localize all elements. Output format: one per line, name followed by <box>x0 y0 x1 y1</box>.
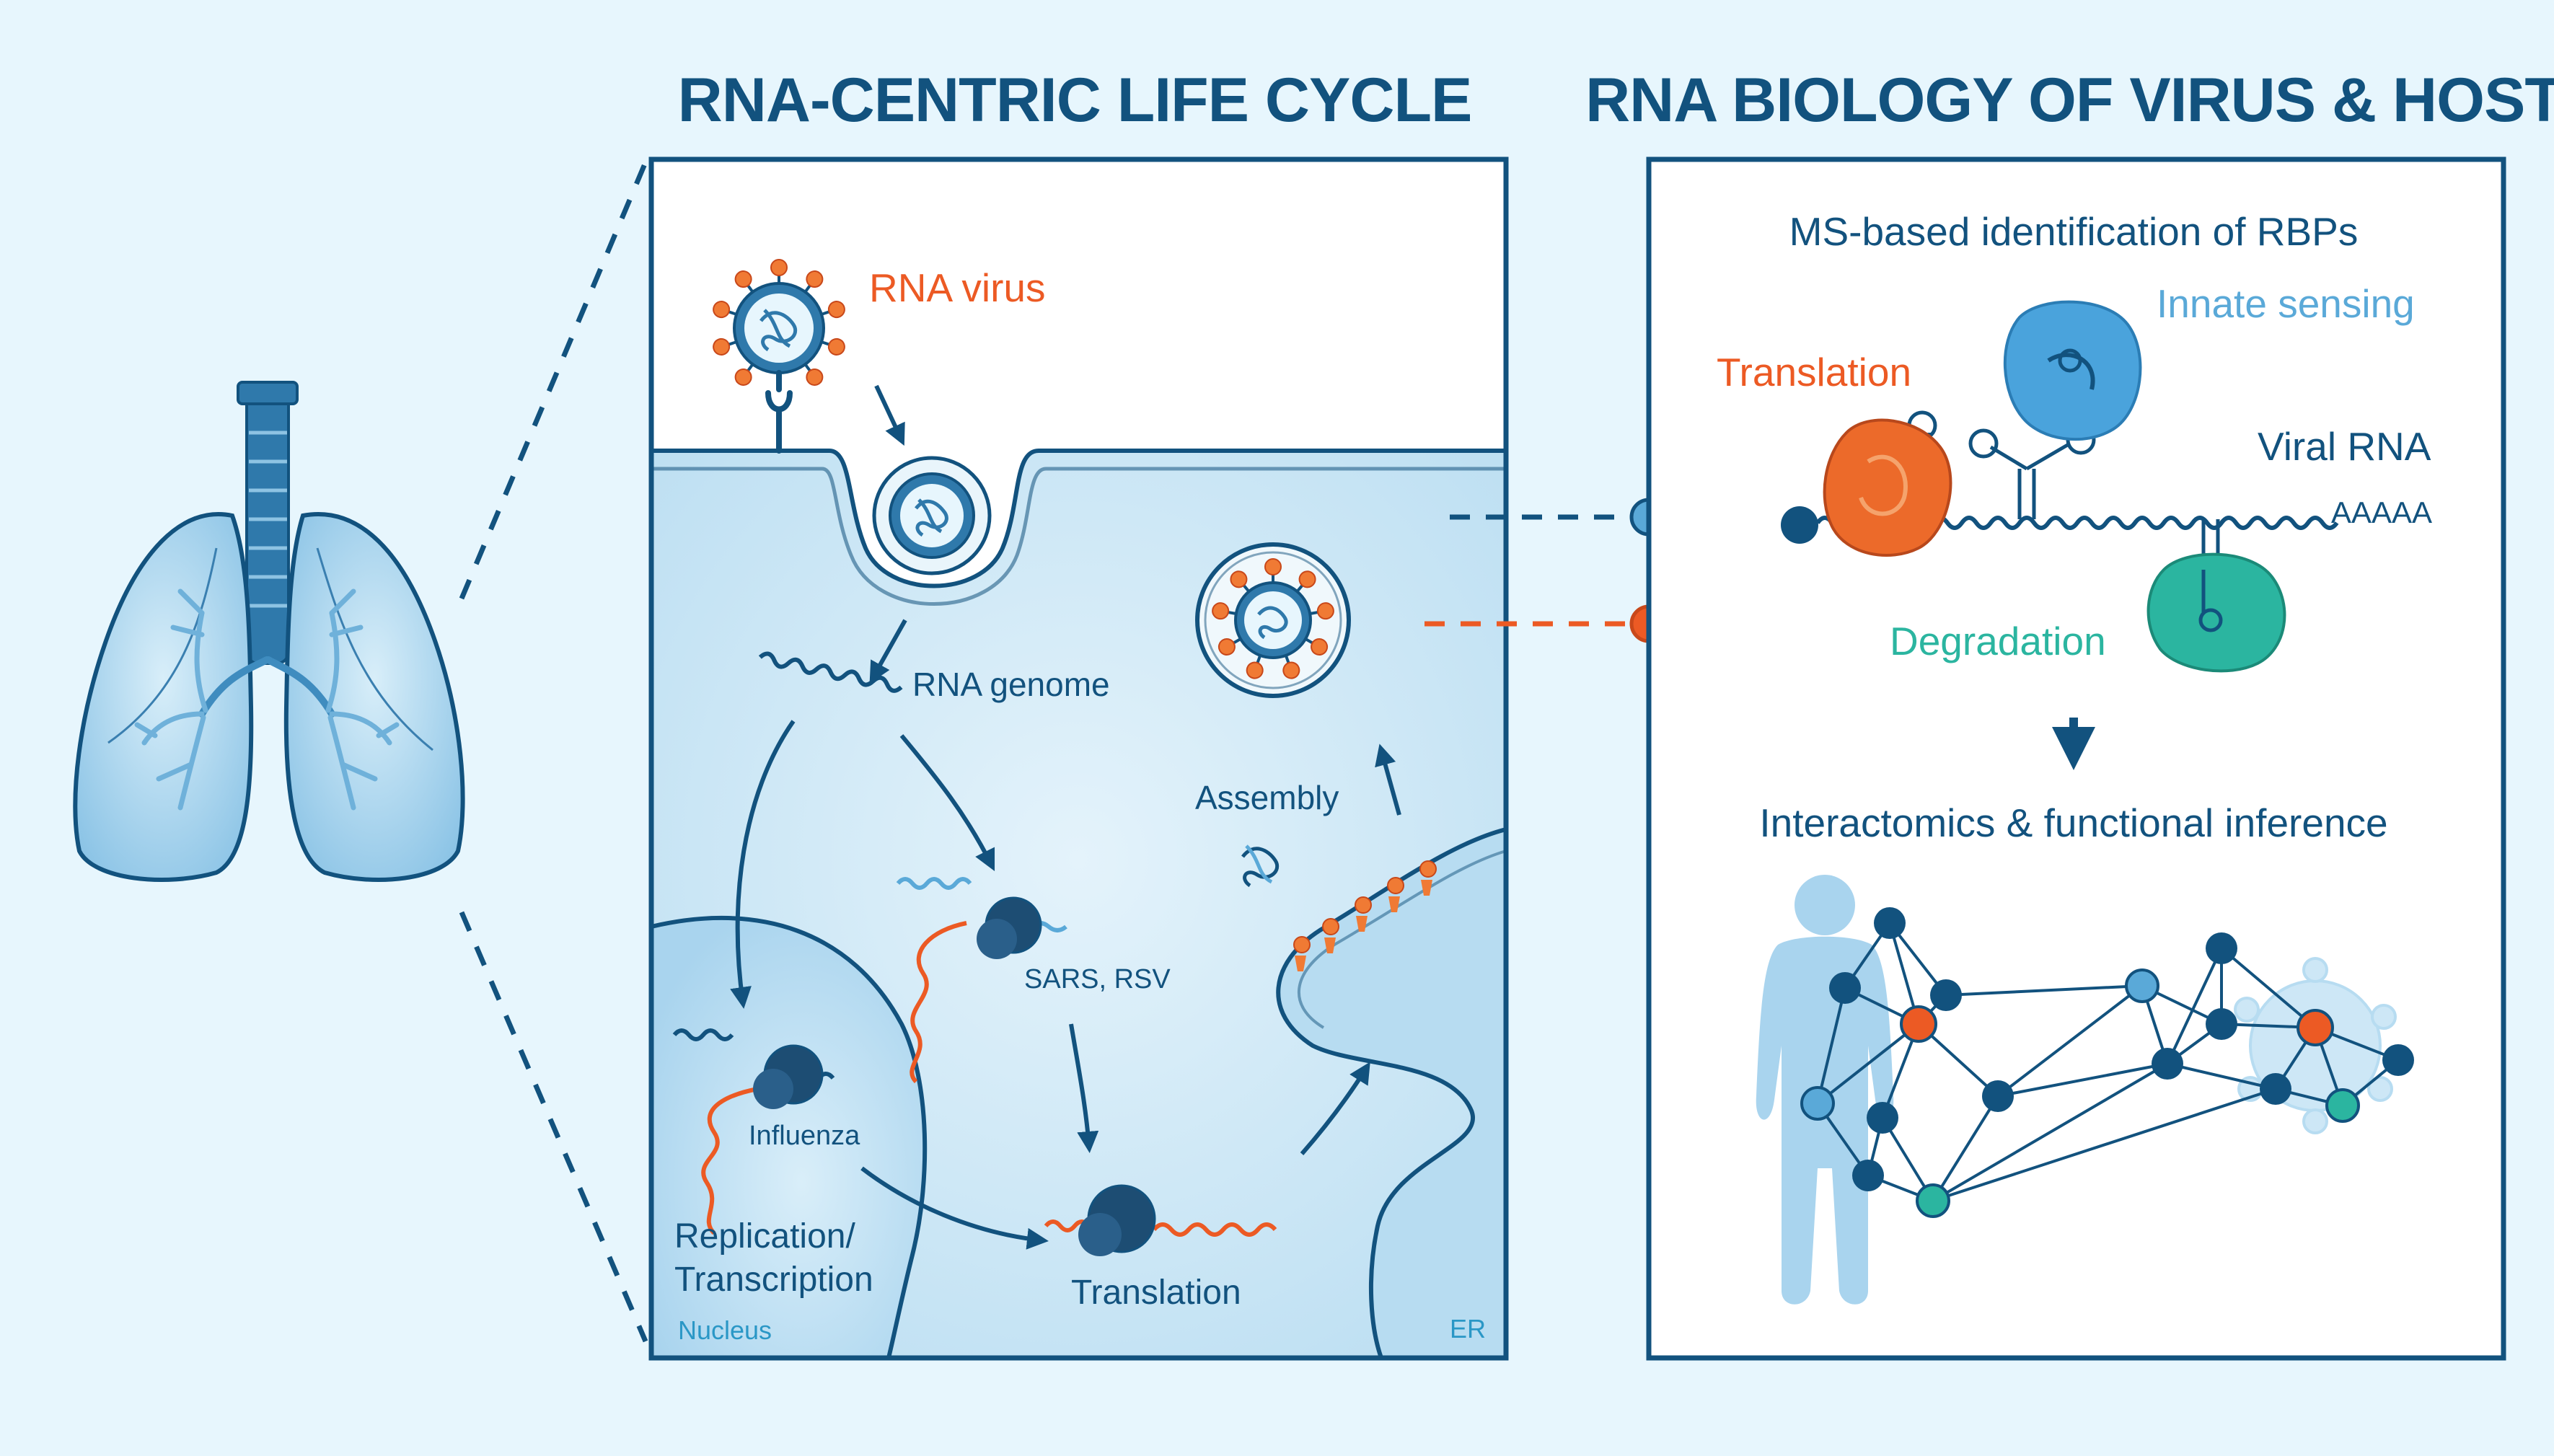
assembly-components <box>1241 844 1279 888</box>
nucleus-label: Nucleus <box>678 1315 772 1345</box>
replication-label-2: Transcription <box>674 1261 873 1299</box>
interaction-network <box>1800 907 2414 1218</box>
assembled-virus-vesicle <box>1195 542 1351 698</box>
left-panel-title: RNA-CENTRIC LIFE CYCLE <box>678 66 1472 135</box>
sars-rsv-ribosome <box>896 877 1067 1084</box>
lungs-illustration <box>73 381 465 882</box>
innate-sensing-label: Innate sensing <box>2157 281 2415 326</box>
influenza-ribosome <box>672 1028 835 1235</box>
ms-heading: MS-based identification of RBPs <box>1789 209 2359 254</box>
zoom-lines <box>459 161 648 1343</box>
replication-label-1: Replication/ <box>674 1217 855 1256</box>
endocytosed-virus <box>872 456 992 575</box>
life-cycle-panel: RNA virus RNA genome Assembly SARS, RSV … <box>648 156 1509 1361</box>
right-panel-title: RNA BIOLOGY OF VIRUS & HOST <box>1585 66 2554 135</box>
viral-rna-label: Viral RNA <box>2258 424 2431 469</box>
influenza-label: Influenza <box>749 1121 860 1151</box>
rna-biology-panel: MS-based identification of RBPs Innate s… <box>1646 156 2506 1361</box>
translation-label: Translation <box>1071 1274 1241 1312</box>
poly-a-label: AAAAA <box>2331 495 2432 529</box>
degradation-label: Degradation <box>1890 619 2106 663</box>
interactomics-label: Interactomics & functional inference <box>1759 800 2387 845</box>
receptor <box>765 370 793 454</box>
translation-rbp-label: Translation <box>1717 350 1911 394</box>
rna-genome-label: RNA genome <box>912 666 1110 703</box>
assembly-label: Assembly <box>1195 779 1339 816</box>
rna-virus-particle <box>710 258 848 388</box>
translation-rbp <box>1823 418 1952 557</box>
translation-ribosome <box>1044 1184 1277 1256</box>
innate-sensing-rbp <box>2003 300 2142 441</box>
er-label: ER <box>1450 1314 1486 1344</box>
er-ribosomes <box>1293 860 1437 971</box>
degradation-rbp <box>2146 552 2286 673</box>
rna-virus-label: RNA virus <box>869 265 1046 310</box>
human-silhouette-icon <box>1756 875 1894 1305</box>
sars-rsv-label: SARS, RSV <box>1024 964 1171 994</box>
